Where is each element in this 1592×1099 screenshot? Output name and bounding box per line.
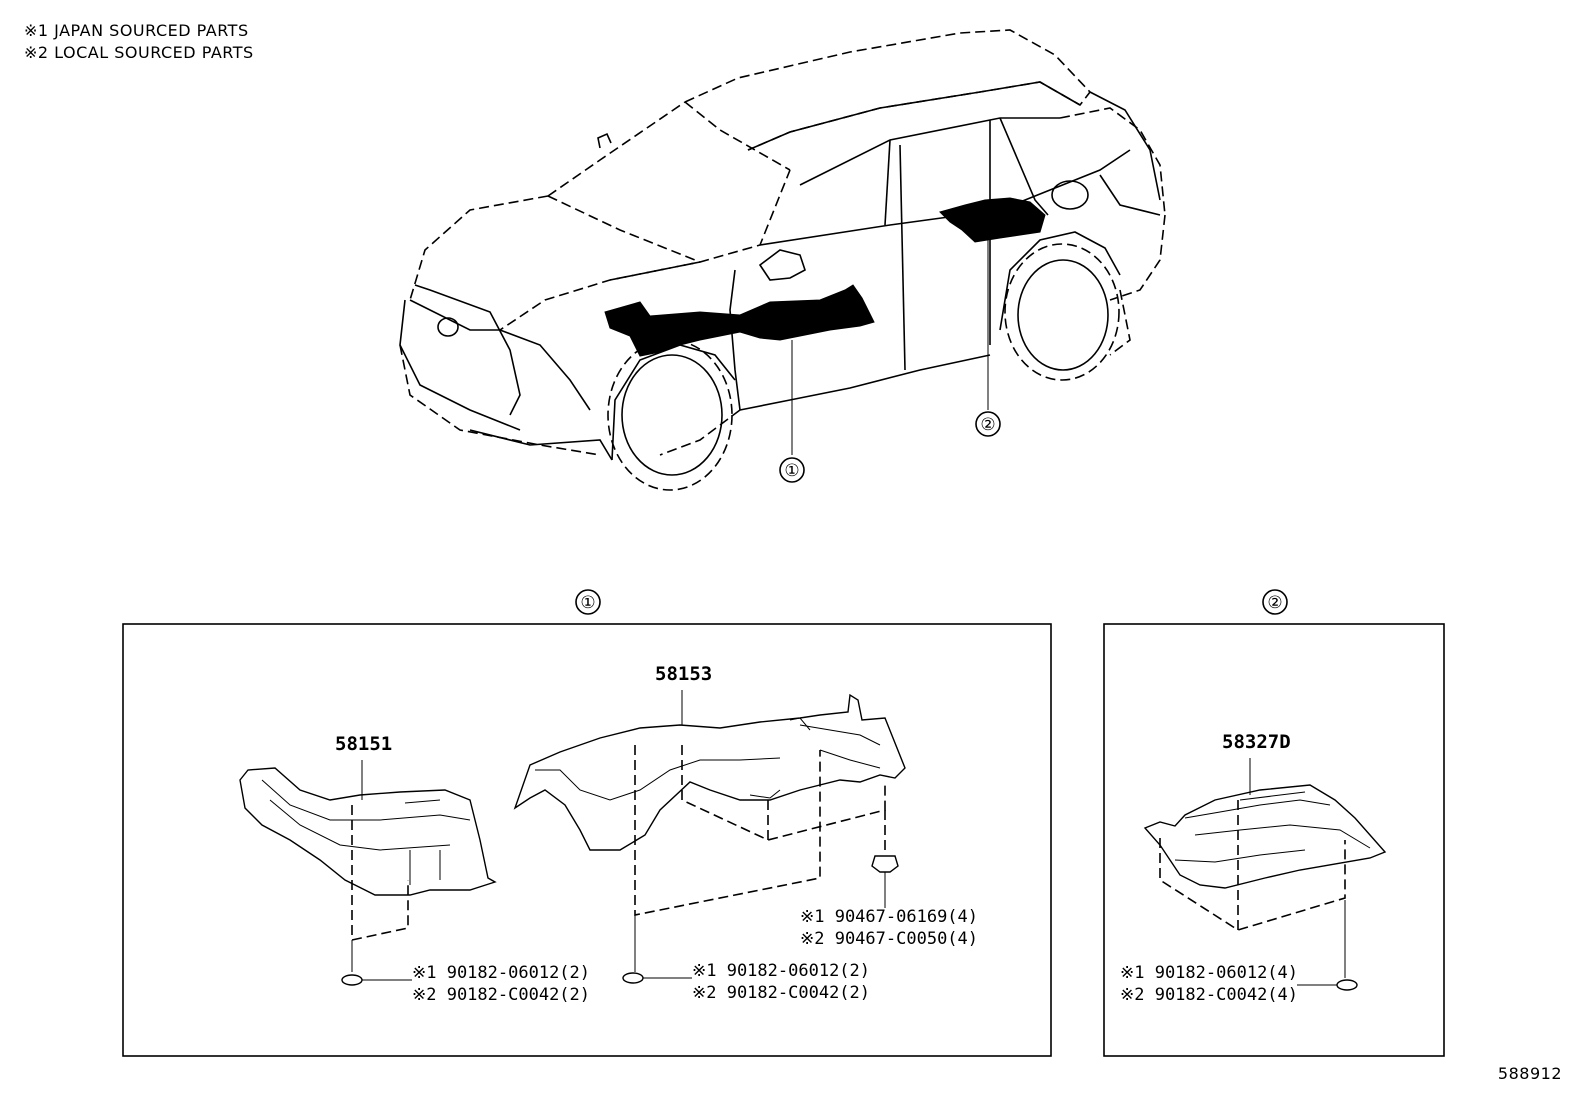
clip-icon-b <box>622 972 644 984</box>
label-nut-jp: ※1 90467-06169(4) <box>800 907 978 927</box>
label-clip-c-lc: ※2 90182-C0042(4) <box>1120 985 1298 1005</box>
vehicle-illustration: ① ② <box>399 29 1166 491</box>
label-clip-a-lc: ※2 90182-C0042(2) <box>412 985 590 1005</box>
heat-insulator-58153: 58153 ※1 90182-06012(2) ※2 90182-C0042(2… <box>513 663 978 1003</box>
detail-box-2: ② 58327D ※1 90182-06012(4) ※2 90182-C004… <box>1103 589 1445 1057</box>
nut-icon <box>871 855 899 873</box>
callout-circle-1 <box>779 457 805 483</box>
callout-circle-2 <box>975 411 1001 437</box>
note-japan-sourced: ※1 JAPAN SOURCED PARTS <box>24 21 249 40</box>
label-nut-lc: ※2 90467-C0050(4) <box>800 929 978 949</box>
label-58153: 58153 <box>655 663 712 685</box>
box1-frame <box>122 623 1052 1057</box>
box2-callout: ② <box>1267 593 1282 613</box>
note-local-sourced: ※2 LOCAL SOURCED PARTS <box>24 43 254 62</box>
source-notes: ※1 JAPAN SOURCED PARTS ※2 LOCAL SOURCED … <box>24 20 254 64</box>
label-58151: 58151 <box>335 733 392 755</box>
box2-frame <box>1103 623 1445 1057</box>
car-callout-1: ① <box>784 461 799 481</box>
label-58327D: 58327D <box>1222 731 1291 753</box>
heat-insulator-58327D: 58327D ※1 90182-06012(4) ※2 90182-C0042(… <box>1120 731 1387 1005</box>
heat-insulator-58151: 58151 ※1 90182-06012(2) ※2 90182-C0042(2… <box>239 733 590 1005</box>
box1-callout: ① <box>580 593 595 613</box>
label-clip-b-lc: ※2 90182-C0042(2) <box>692 983 870 1003</box>
box1-callout-circle <box>575 589 601 615</box>
label-clip-a-jp: ※1 90182-06012(2) <box>412 963 590 983</box>
car-callout-2: ② <box>980 415 995 435</box>
diagram-code: 588912 <box>1497 1064 1562 1083</box>
clip-icon-c <box>1336 979 1358 991</box>
box2-callout-circle <box>1262 589 1288 615</box>
detail-box-1: ① 58151 ※1 90182-06012(2) ※2 90182-C0042… <box>122 589 1052 1057</box>
label-clip-c-jp: ※1 90182-06012(4) <box>1120 963 1298 983</box>
clip-icon-a <box>341 974 363 986</box>
label-clip-b-jp: ※1 90182-06012(2) <box>692 961 870 981</box>
